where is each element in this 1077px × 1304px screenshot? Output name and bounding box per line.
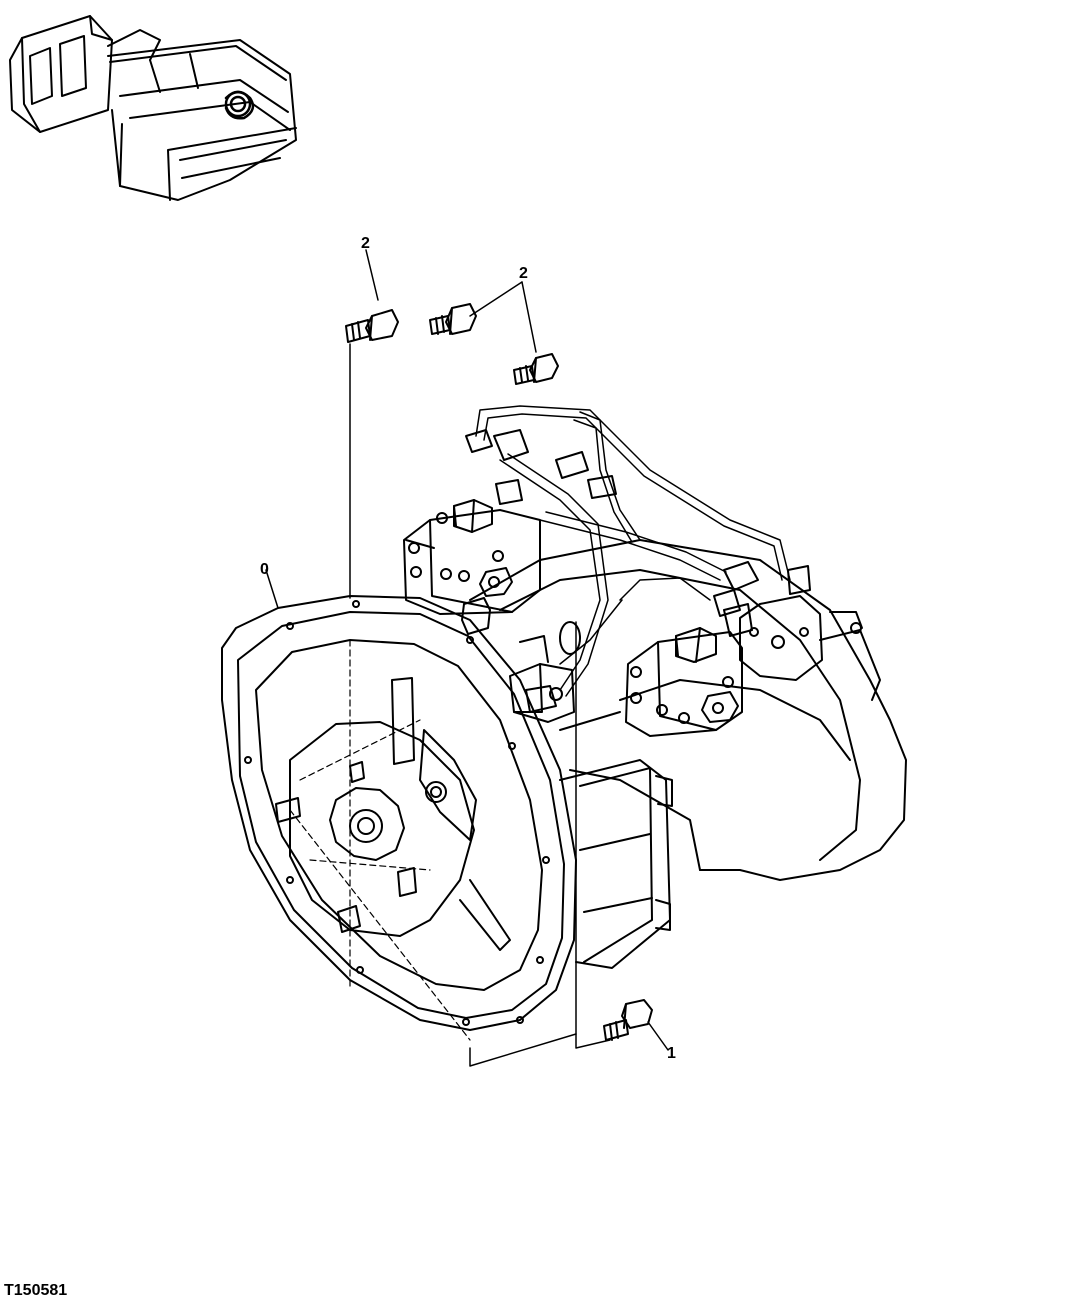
excavator-locator-icon — [9, 15, 297, 201]
callout-label-1: 1 — [667, 1045, 676, 1062]
pump-assembly — [221, 405, 907, 1041]
callout-label-0: 0 — [260, 561, 269, 578]
leader-lines — [265, 249, 669, 1067]
callout-label-2-left: 2 — [361, 235, 370, 252]
bolt-2-left — [345, 309, 399, 343]
bolt-2-middle — [429, 303, 477, 335]
bolt-1 — [603, 999, 653, 1041]
figure-id-label: T150581 — [4, 1282, 68, 1299]
bolt-2-lower — [513, 353, 559, 385]
callout-label-2-right: 2 — [519, 265, 528, 282]
